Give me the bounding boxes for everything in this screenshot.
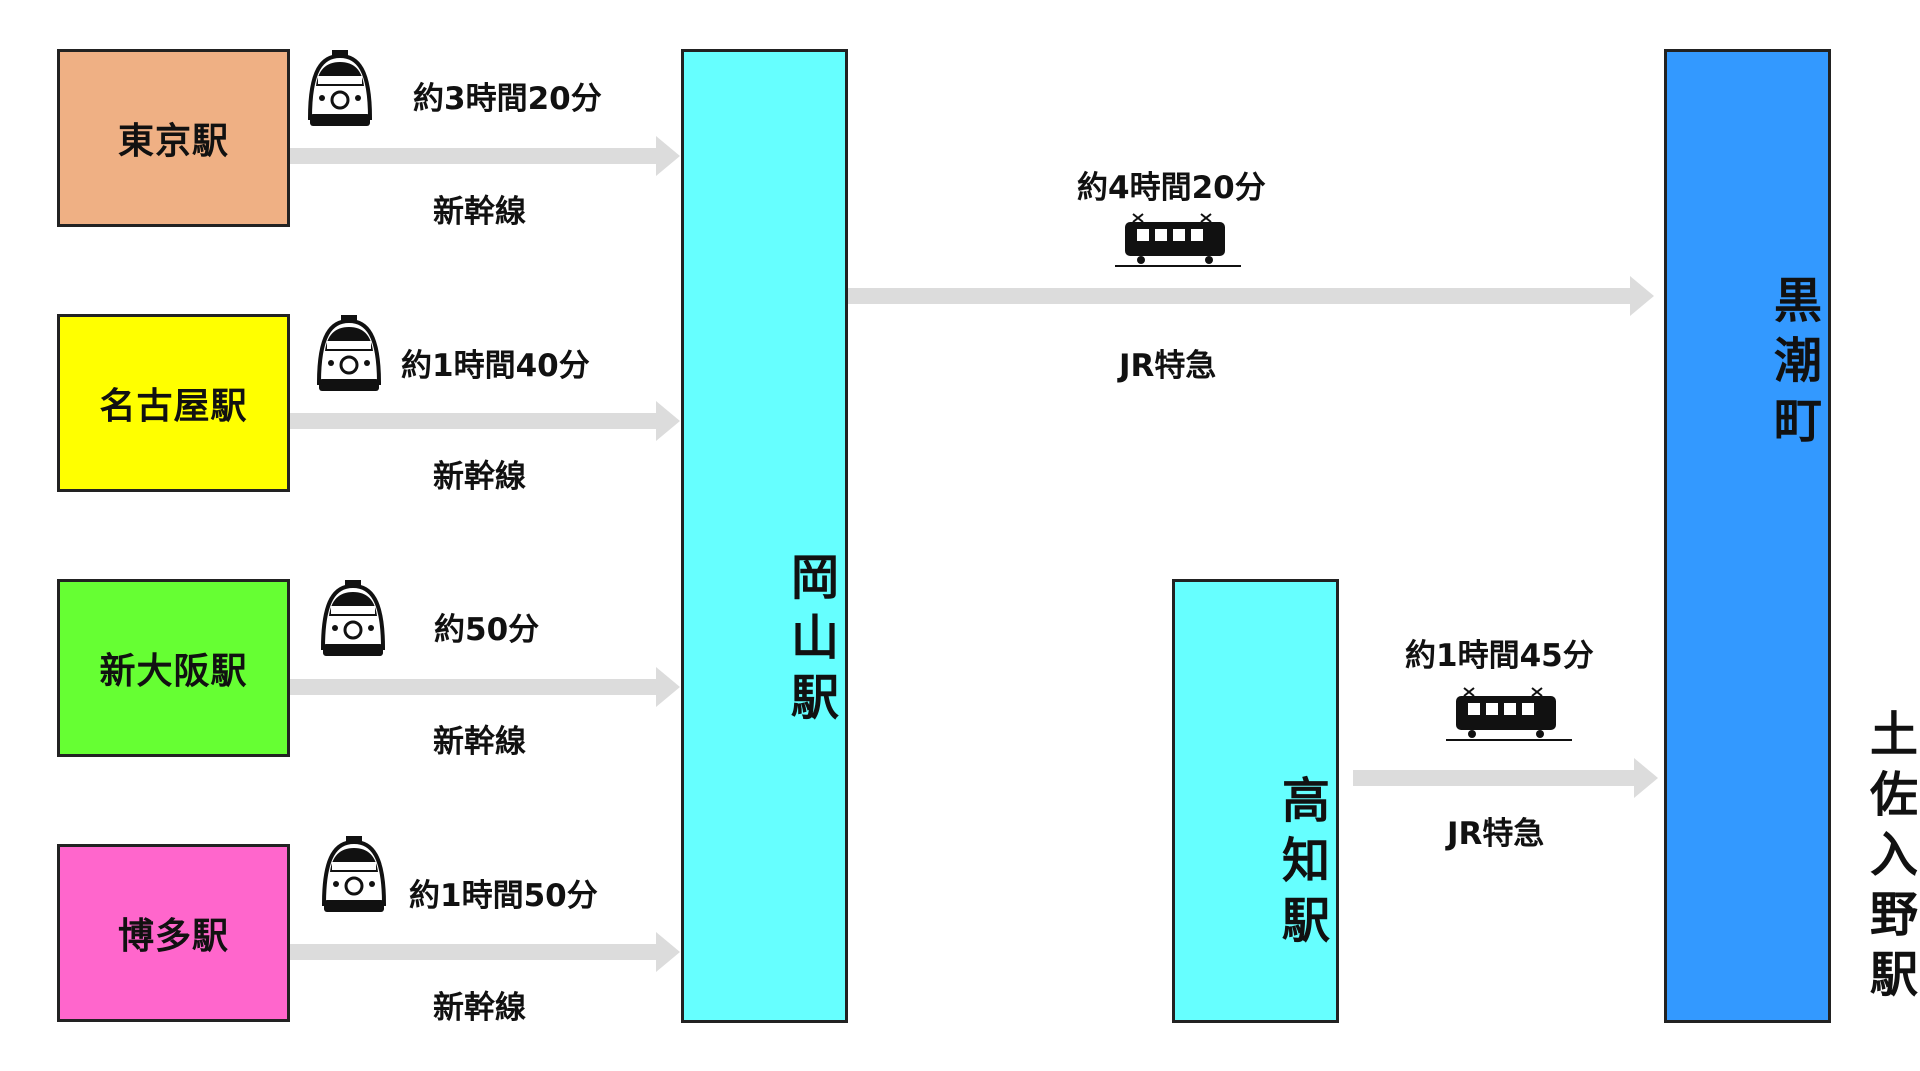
origin-box-shinosaka: 新大阪駅 [57, 579, 290, 757]
route-arrow [290, 136, 680, 176]
line-label-nagoya: 新幹線 [433, 459, 526, 495]
destination-station-label: 土佐入野駅 [1861, 709, 1917, 1009]
destination-station: 黒潮町 土佐入野駅 [1664, 49, 1917, 1023]
route-arrow [290, 667, 680, 707]
hub-station-label: 岡山駅 [782, 552, 838, 732]
origin-box-hakata: 博多駅 [57, 844, 290, 1022]
shinkansen-icon [320, 580, 386, 656]
route-arrow [848, 276, 1654, 316]
station-label-tokyo: 東京駅 [117, 121, 229, 162]
line-label-hakata: 新幹線 [433, 990, 526, 1026]
travel-time-kochi: 約1時間45分 [1405, 638, 1594, 674]
line-label-tokyo: 新幹線 [433, 194, 526, 230]
station-kochi: 高知駅 [1172, 579, 1339, 1023]
hub-station-okayama: 岡山駅 [681, 49, 848, 1023]
destination-town-label: 黒潮町 [1765, 275, 1821, 455]
travel-time-tokyo: 約3時間20分 [413, 81, 602, 117]
route-arrow [290, 932, 680, 972]
shinkansen-icon [316, 315, 382, 391]
line-label-hub: JR特急 [1119, 348, 1217, 384]
station-label-shinosaka: 新大阪駅 [99, 651, 248, 692]
origin-box-tokyo: 東京駅 [57, 49, 290, 227]
kochi-station-label: 高知駅 [1273, 774, 1329, 955]
travel-time-shinosaka: 約50分 [434, 612, 540, 648]
line-label-kochi: JR特急 [1447, 816, 1545, 852]
route-arrow [290, 401, 680, 441]
shinkansen-icon [307, 50, 373, 126]
travel-time-hub: 約4時間20分 [1077, 170, 1266, 206]
travel-time-nagoya: 約1時間40分 [401, 348, 590, 384]
route-arrow [1353, 758, 1658, 798]
station-label-nagoya: 名古屋駅 [99, 386, 248, 427]
shinkansen-icon [321, 836, 387, 912]
travel-time-hakata: 約1時間50分 [409, 878, 598, 914]
train-icon [1446, 687, 1572, 741]
line-label-shinosaka: 新幹線 [433, 724, 526, 760]
train-icon [1115, 213, 1241, 267]
origin-box-nagoya: 名古屋駅 [57, 314, 290, 492]
station-label-hakata: 博多駅 [117, 916, 229, 957]
